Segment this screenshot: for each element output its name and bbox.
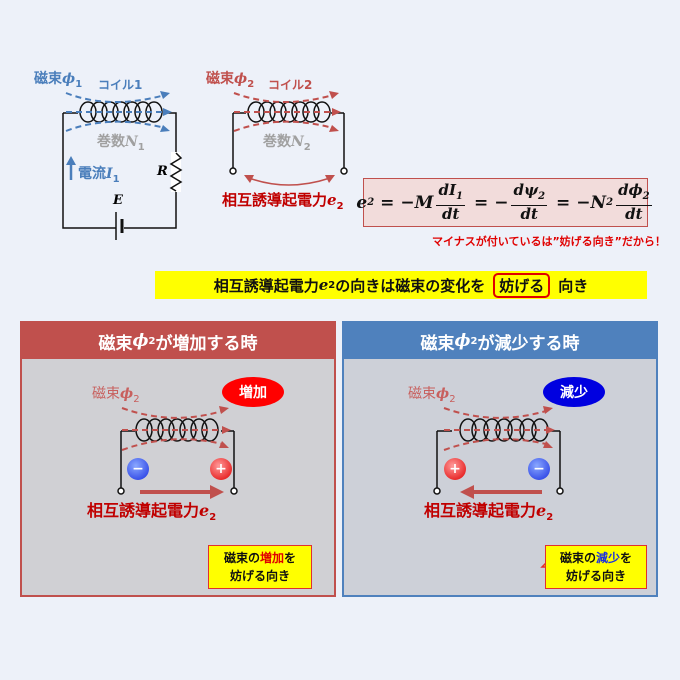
badge-decrease: 減少 (543, 377, 605, 407)
coil2-turns-label: 巻数N2 (263, 134, 311, 153)
emf-label: 相互誘導起電力e2 (87, 501, 217, 524)
battery-label: E (113, 193, 123, 208)
emf-label: 相互誘導起電力e2 (424, 501, 554, 524)
coil1-turns-label: 巻数N1 (97, 134, 145, 153)
coil1-current-label: 電流I1 (78, 166, 120, 185)
callout-increase: 磁束の増加を 妨げる向き (208, 545, 312, 589)
coil2-label: コイル2 (268, 78, 313, 92)
plus-sign-icon: + (210, 458, 232, 480)
coil2-emf-label: 相互誘導起電力e2 (222, 191, 344, 212)
minus-sign-icon: − (127, 458, 149, 480)
coil2-flux-label: 磁束ϕ2 (206, 71, 255, 90)
minus-sign-icon: − (528, 458, 550, 480)
coil1-flux-label: 磁束ϕ1 (34, 71, 83, 90)
highlight-box: 妨げる (493, 272, 551, 298)
badge-increase: 増加 (222, 377, 284, 407)
callout-decrease: 磁束の減少を 妨げる向き (545, 545, 647, 589)
flux-label: 磁束ϕ2 (92, 386, 140, 405)
coil1-label: コイル1 (98, 78, 143, 92)
plus-sign-icon: + (444, 458, 466, 480)
coil1-circuit-drawing (62, 91, 348, 240)
resistor-label: R (157, 164, 168, 179)
formula-note: マイナスが付いているは”妨げる向き”だから！ (432, 235, 666, 248)
flux-label: 磁束ϕ2 (408, 386, 456, 405)
